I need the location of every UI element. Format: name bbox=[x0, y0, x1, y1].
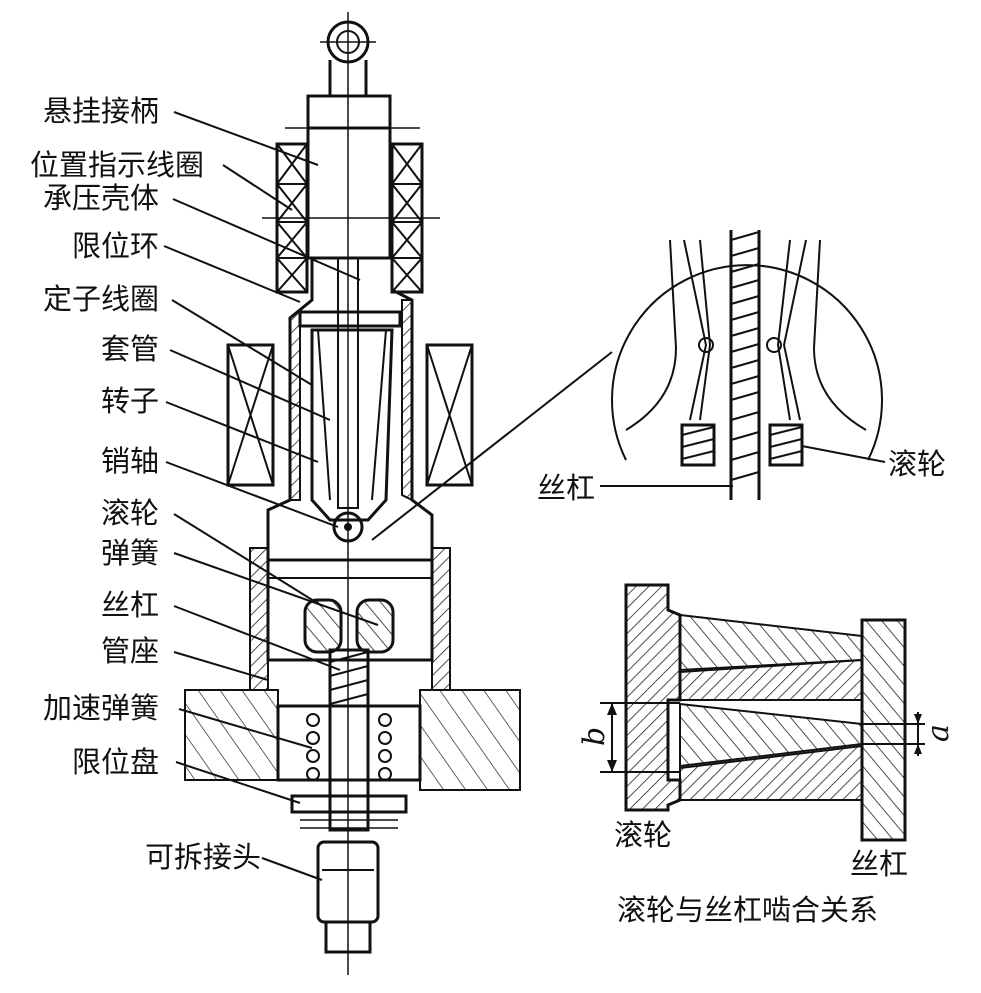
detail-screw bbox=[729, 230, 761, 500]
dimension-b: b bbox=[577, 702, 680, 773]
detail-circle bbox=[611, 264, 883, 461]
stator-coil-left bbox=[226, 343, 275, 487]
detail-roller-left bbox=[680, 423, 716, 467]
base-right bbox=[419, 689, 521, 791]
roller-right bbox=[355, 598, 395, 654]
label-stop-disc: 限位盘 bbox=[72, 745, 159, 779]
position-coil-right bbox=[390, 142, 424, 294]
engagement-screw bbox=[860, 618, 907, 842]
label-stator-coil: 定子线圈 bbox=[43, 282, 159, 316]
detail-screw-label: 丝杠 bbox=[537, 471, 595, 505]
dim-b-label: b bbox=[577, 727, 612, 746]
dimension-a: a bbox=[862, 712, 956, 756]
position-coil-left bbox=[275, 142, 309, 294]
main-mechanism bbox=[184, 12, 521, 975]
label-roller: 滚轮 bbox=[101, 496, 159, 530]
engagement-screw-label: 丝杠 bbox=[850, 847, 908, 881]
base-left bbox=[184, 689, 279, 781]
left-labels: 悬挂接柄 位置指示线圈 承压壳体 限位环 定子线圈 套管 转子 销轴 滚轮 弹簧… bbox=[30, 94, 261, 874]
engagement-roller bbox=[624, 583, 682, 812]
stator-coil-right bbox=[425, 343, 474, 487]
accel-spring-right bbox=[378, 713, 392, 781]
detail-roller-right bbox=[768, 423, 804, 467]
engagement-roller-label: 滚轮 bbox=[614, 818, 672, 852]
rotor bbox=[310, 328, 394, 522]
label-lead-screw: 丝杠 bbox=[101, 588, 159, 622]
label-pressure-housing: 承压壳体 bbox=[43, 181, 159, 215]
label-leaders bbox=[163, 111, 379, 881]
accel-spring-left bbox=[306, 713, 320, 781]
label-detachable-joint: 可拆接头 bbox=[145, 840, 261, 874]
label-rotor: 转子 bbox=[101, 384, 159, 418]
dim-a-label: a bbox=[921, 724, 956, 742]
spring-cavity bbox=[276, 704, 422, 782]
label-pin: 销轴 bbox=[101, 444, 159, 478]
engagement-caption: 滚轮与丝杠啮合关系 bbox=[617, 893, 878, 927]
engagement-section: b a 滚轮 丝杠 滚轮与丝杠啮合关系 bbox=[577, 583, 956, 927]
label-position-coil: 位置指示线圈 bbox=[30, 148, 204, 182]
roller-housing bbox=[266, 558, 434, 662]
detail-roller-label: 滚轮 bbox=[888, 447, 946, 481]
hanger-block bbox=[306, 94, 392, 130]
pin bbox=[332, 511, 364, 543]
label-stop-ring: 限位环 bbox=[72, 229, 159, 263]
lead-screw bbox=[328, 648, 370, 832]
roller-left bbox=[303, 598, 343, 654]
label-spring: 弹簧 bbox=[101, 536, 159, 570]
upper-column bbox=[306, 126, 392, 260]
detail-view: 滚轮 丝杠 bbox=[371, 230, 946, 541]
label-hanger: 悬挂接柄 bbox=[43, 94, 159, 128]
stop-disc bbox=[290, 794, 408, 814]
inner-shaft bbox=[337, 257, 359, 509]
label-sleeve: 套管 bbox=[101, 332, 159, 366]
label-tube-base: 管座 bbox=[101, 634, 159, 668]
stop-ring bbox=[298, 310, 402, 328]
label-accel-spring: 加速弹簧 bbox=[43, 691, 159, 725]
detail-pointer bbox=[371, 351, 613, 541]
